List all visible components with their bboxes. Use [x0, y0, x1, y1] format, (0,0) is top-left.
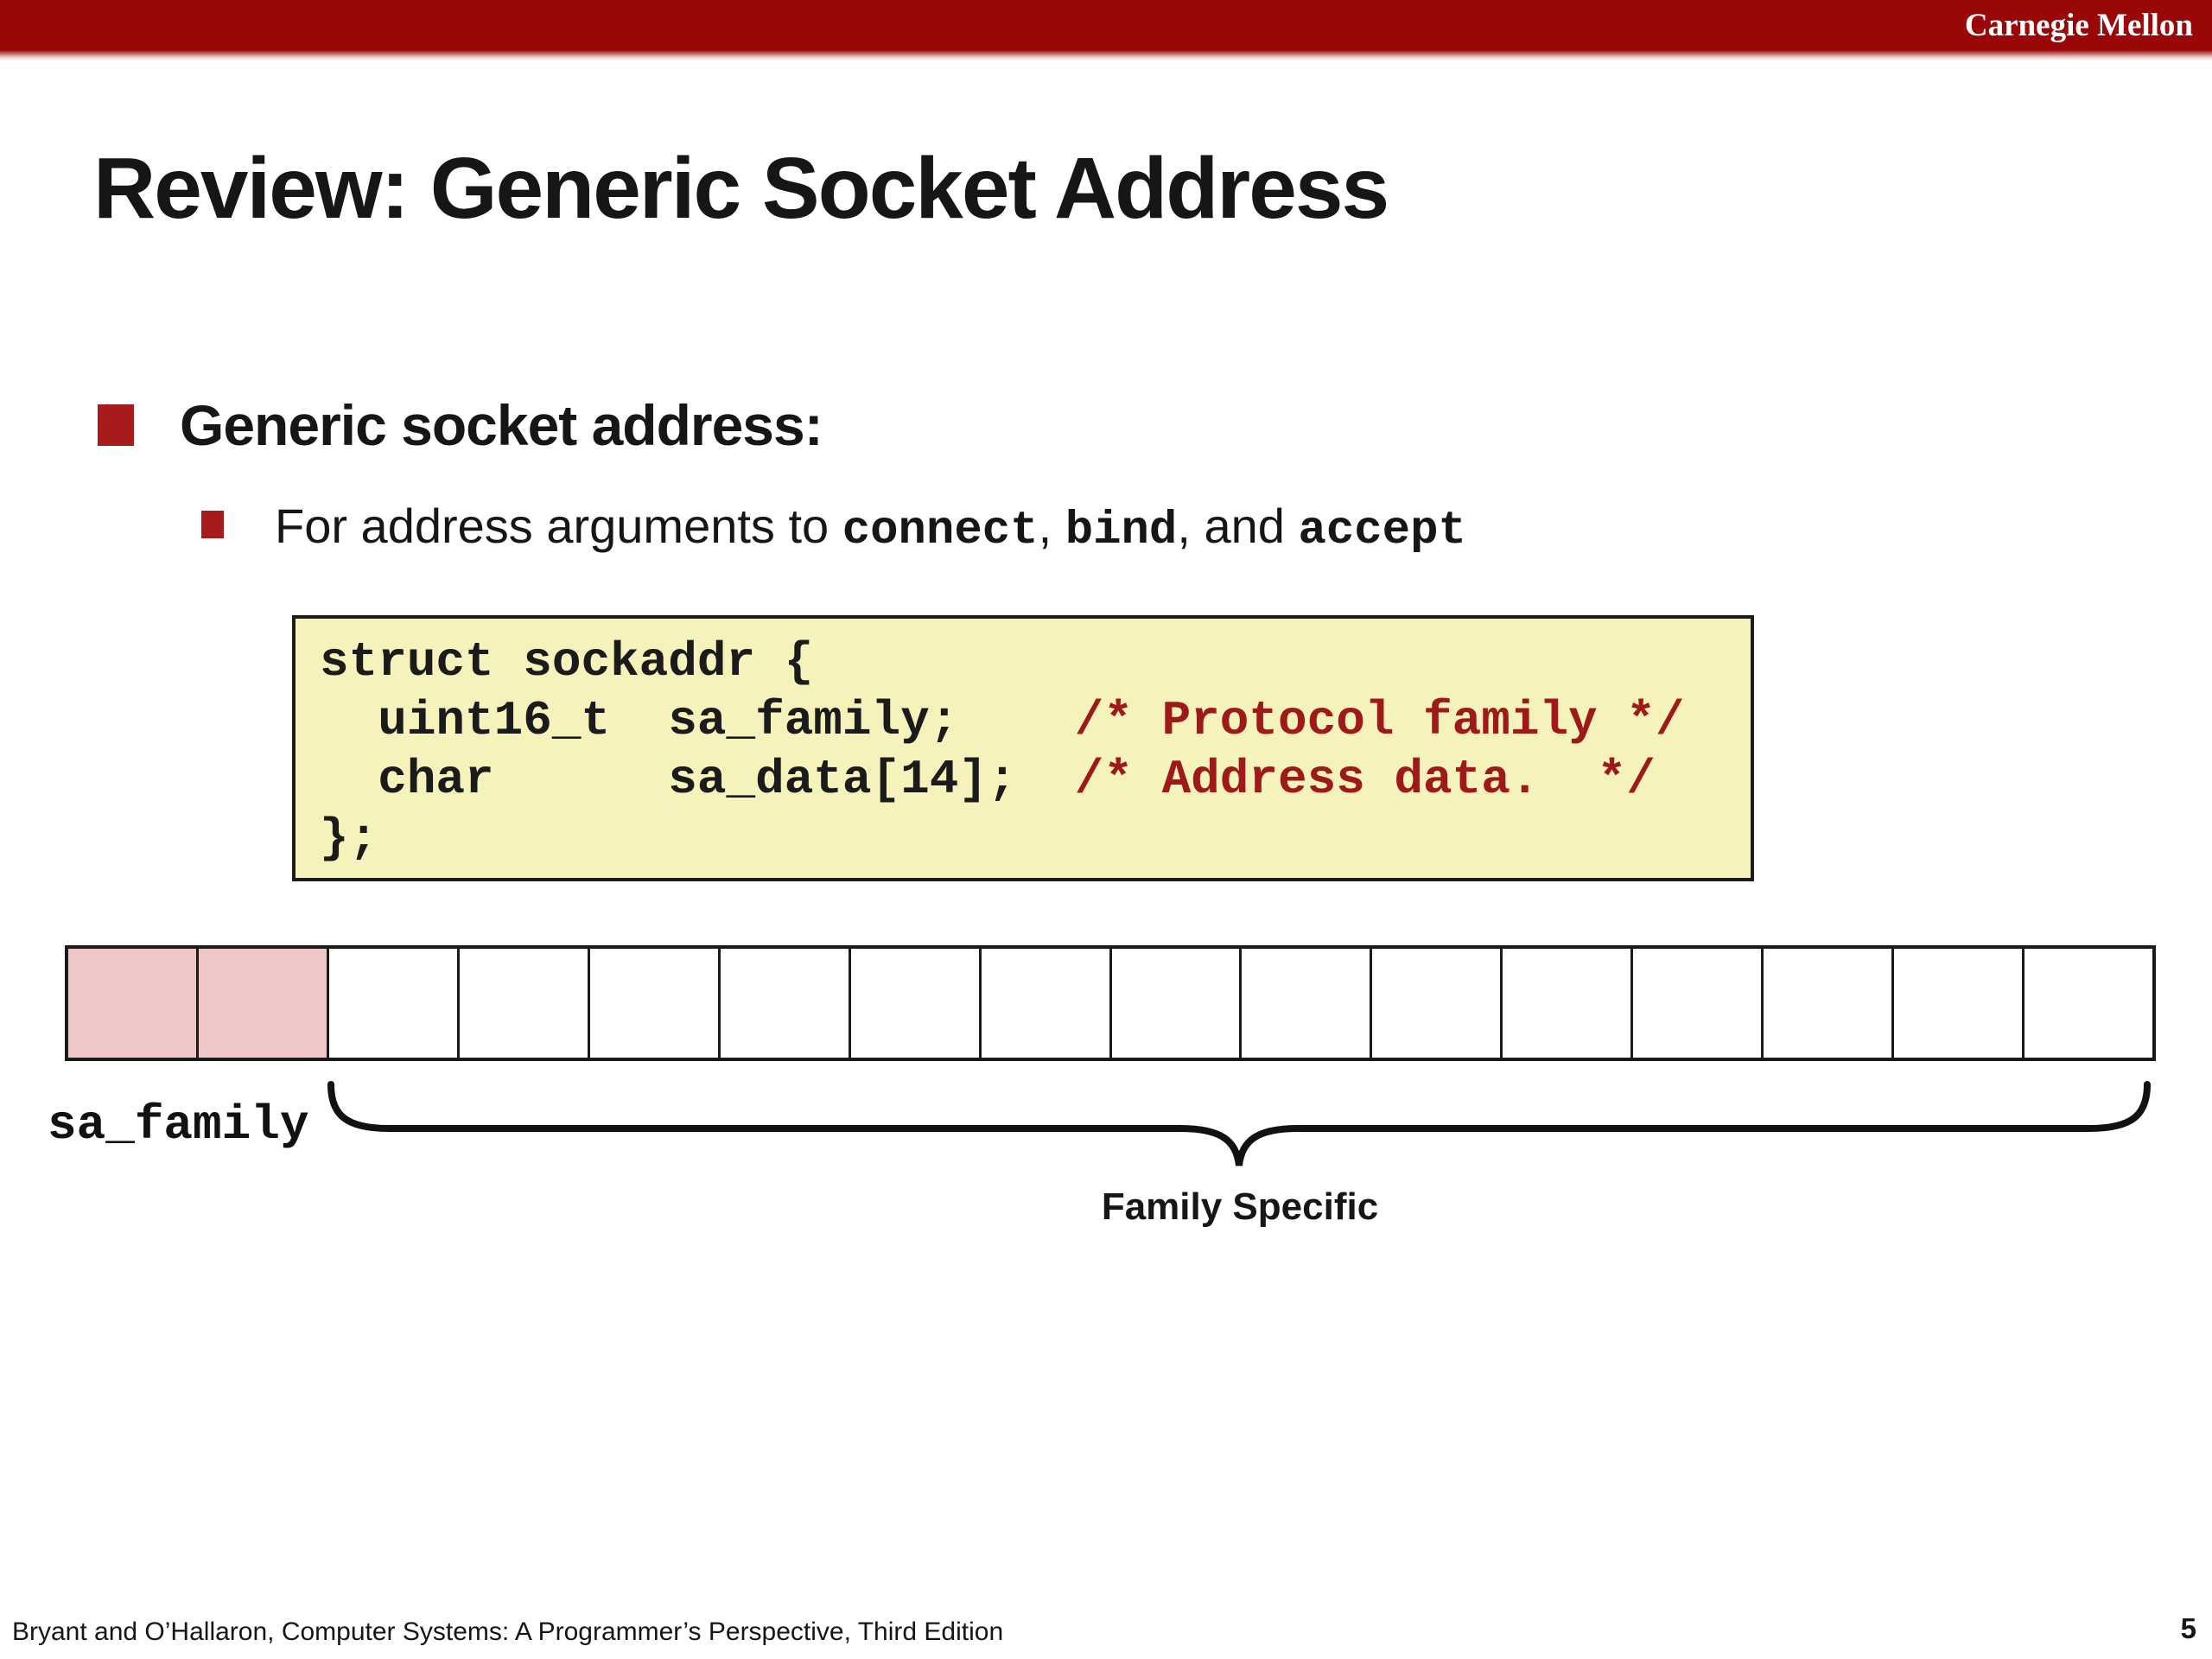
- code-text: };: [320, 810, 378, 866]
- byte-cell: [2024, 949, 2152, 1058]
- code-block: struct sockaddr { uint16_t sa_family; /*…: [292, 615, 1754, 881]
- sub-bullet-sep2: , and: [1177, 499, 1299, 553]
- bullet-square-icon: [98, 404, 134, 446]
- byte-cell: [1633, 949, 1764, 1058]
- byte-cell: [1372, 949, 1503, 1058]
- sub-bullet-sep1: ,: [1038, 499, 1065, 553]
- byte-cell: [1111, 949, 1243, 1058]
- byte-cell: [1764, 949, 1895, 1058]
- code-text: char sa_data[14];: [320, 752, 1075, 807]
- keyword-bind: bind: [1065, 505, 1178, 557]
- code-text: struct sockaddr {: [320, 634, 814, 690]
- byte-cell: [589, 949, 721, 1058]
- sub-bullet-prefix: For address arguments to: [275, 499, 842, 553]
- byte-cell: [981, 949, 1112, 1058]
- byte-cell: [1894, 949, 2025, 1058]
- keyword-accept: accept: [1298, 505, 1466, 557]
- byte-cell: [850, 949, 982, 1058]
- underbrace-icon: [327, 1080, 2152, 1172]
- brand-logo-text: Carnegie Mellon: [1964, 8, 2193, 43]
- code-line: };: [320, 809, 1751, 868]
- code-comment: /* Address data. */: [1074, 752, 1656, 807]
- code-line: char sa_data[14]; /* Address data. */: [320, 750, 1751, 809]
- code-line: struct sockaddr {: [320, 632, 1751, 691]
- sub-bullet-text: For address arguments to connect, bind, …: [275, 499, 1466, 557]
- byte-cell: [459, 949, 590, 1058]
- footer-citation: Bryant and O’Hallaron, Computer Systems:…: [12, 1618, 1004, 1646]
- byte-cell: [328, 949, 460, 1058]
- byte-cell: [720, 949, 851, 1058]
- family-specific-label: Family Specific: [1101, 1185, 1379, 1228]
- byte-cell: [1503, 949, 1634, 1058]
- header-bar: Carnegie Mellon: [0, 0, 2212, 60]
- byte-cell: [68, 949, 199, 1058]
- byte-cell: [198, 949, 329, 1058]
- page-title: Review: Generic Socket Address: [93, 140, 1389, 237]
- code-line: uint16_t sa_family; /* Protocol family *…: [320, 691, 1751, 750]
- sub-bullet-square-icon: [201, 511, 224, 538]
- keyword-connect: connect: [842, 505, 1039, 557]
- byte-row: [65, 945, 2156, 1061]
- code-text: uint16_t sa_family;: [320, 693, 1075, 748]
- byte-cell: [1242, 949, 1373, 1058]
- bullet-main-text: Generic socket address:: [180, 393, 823, 457]
- page-number: 5: [2180, 1612, 2196, 1644]
- code-comment: /* Protocol family */: [1074, 693, 1685, 748]
- sa-family-label: sa_family: [48, 1097, 309, 1153]
